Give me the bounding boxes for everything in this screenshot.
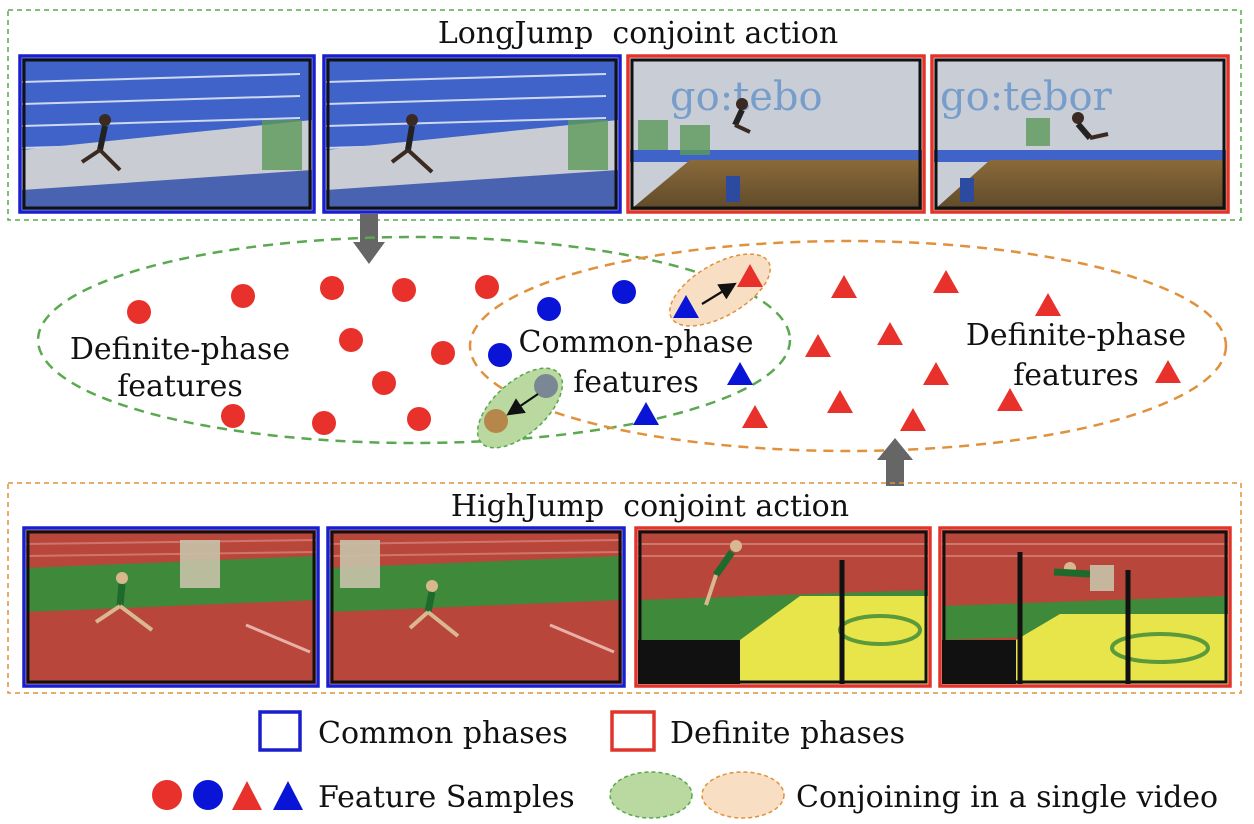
conjoin-arrow-right: [701, 282, 737, 305]
legend-feature-samples-label: Feature Samples: [318, 780, 575, 815]
longjump-frame-2: [322, 54, 622, 214]
highjump-frame-3: [634, 526, 932, 688]
left-cluster-label-line2: features: [117, 369, 243, 404]
highjump-frame-1: [22, 526, 320, 688]
longjump-frame-4: go:tebor: [930, 54, 1230, 214]
legend-feature-samples-icons: [152, 780, 303, 810]
red-circle-samples: [127, 275, 499, 435]
up-arrow-icon: [877, 438, 913, 486]
longjump-panel-border: [7, 9, 1242, 221]
right-cluster-label-line2: features: [1013, 358, 1139, 393]
legend-common-phases-label: Common phases: [318, 716, 568, 751]
down-arrow-icon: [353, 214, 385, 264]
conjoining-ellipse-green: [476, 367, 564, 449]
blue-triangle-samples: [633, 295, 753, 425]
blue-circle-samples: [488, 280, 636, 367]
highjump-title: HighJump conjoint action: [451, 489, 849, 524]
longjump-frame-3: go:tebo: [626, 54, 926, 214]
legend-definite-phases-label: Definite phases: [670, 716, 905, 751]
center-cluster-label-line2: features: [573, 365, 699, 400]
highjump-frame-4: [938, 526, 1232, 688]
red-triangle-samples: [737, 264, 1181, 431]
legend-definite-phases-swatch: [610, 710, 656, 752]
legend-common-phases-swatch: [258, 710, 302, 752]
conjoin-arrow-left: [506, 393, 539, 416]
legend-conjoining-orange-icon: [701, 771, 785, 819]
highjump-panel-border: [7, 482, 1242, 694]
left-cluster-label-line1: Definite-phase: [70, 332, 290, 367]
highjump-cluster-ellipse: [468, 239, 1228, 453]
longjump-title: LongJump conjoint action: [438, 16, 838, 51]
svg-text:go:tebor: go:tebor: [940, 74, 1113, 120]
longjump-frame-1: [18, 54, 316, 214]
svg-text:go:tebo: go:tebo: [670, 74, 823, 120]
center-cluster-label-line1: Common-phase: [519, 325, 754, 360]
grey-circle-sample: [534, 374, 558, 398]
brown-circle-sample: [484, 409, 508, 433]
longjump-cluster-ellipse: [36, 235, 792, 445]
highjump-frame-2: [326, 526, 626, 688]
right-cluster-label-line1: Definite-phase: [966, 318, 1186, 353]
legend-conjoining-green-icon: [609, 771, 693, 819]
legend-conjoining-label: Conjoining in a single video: [796, 780, 1218, 815]
